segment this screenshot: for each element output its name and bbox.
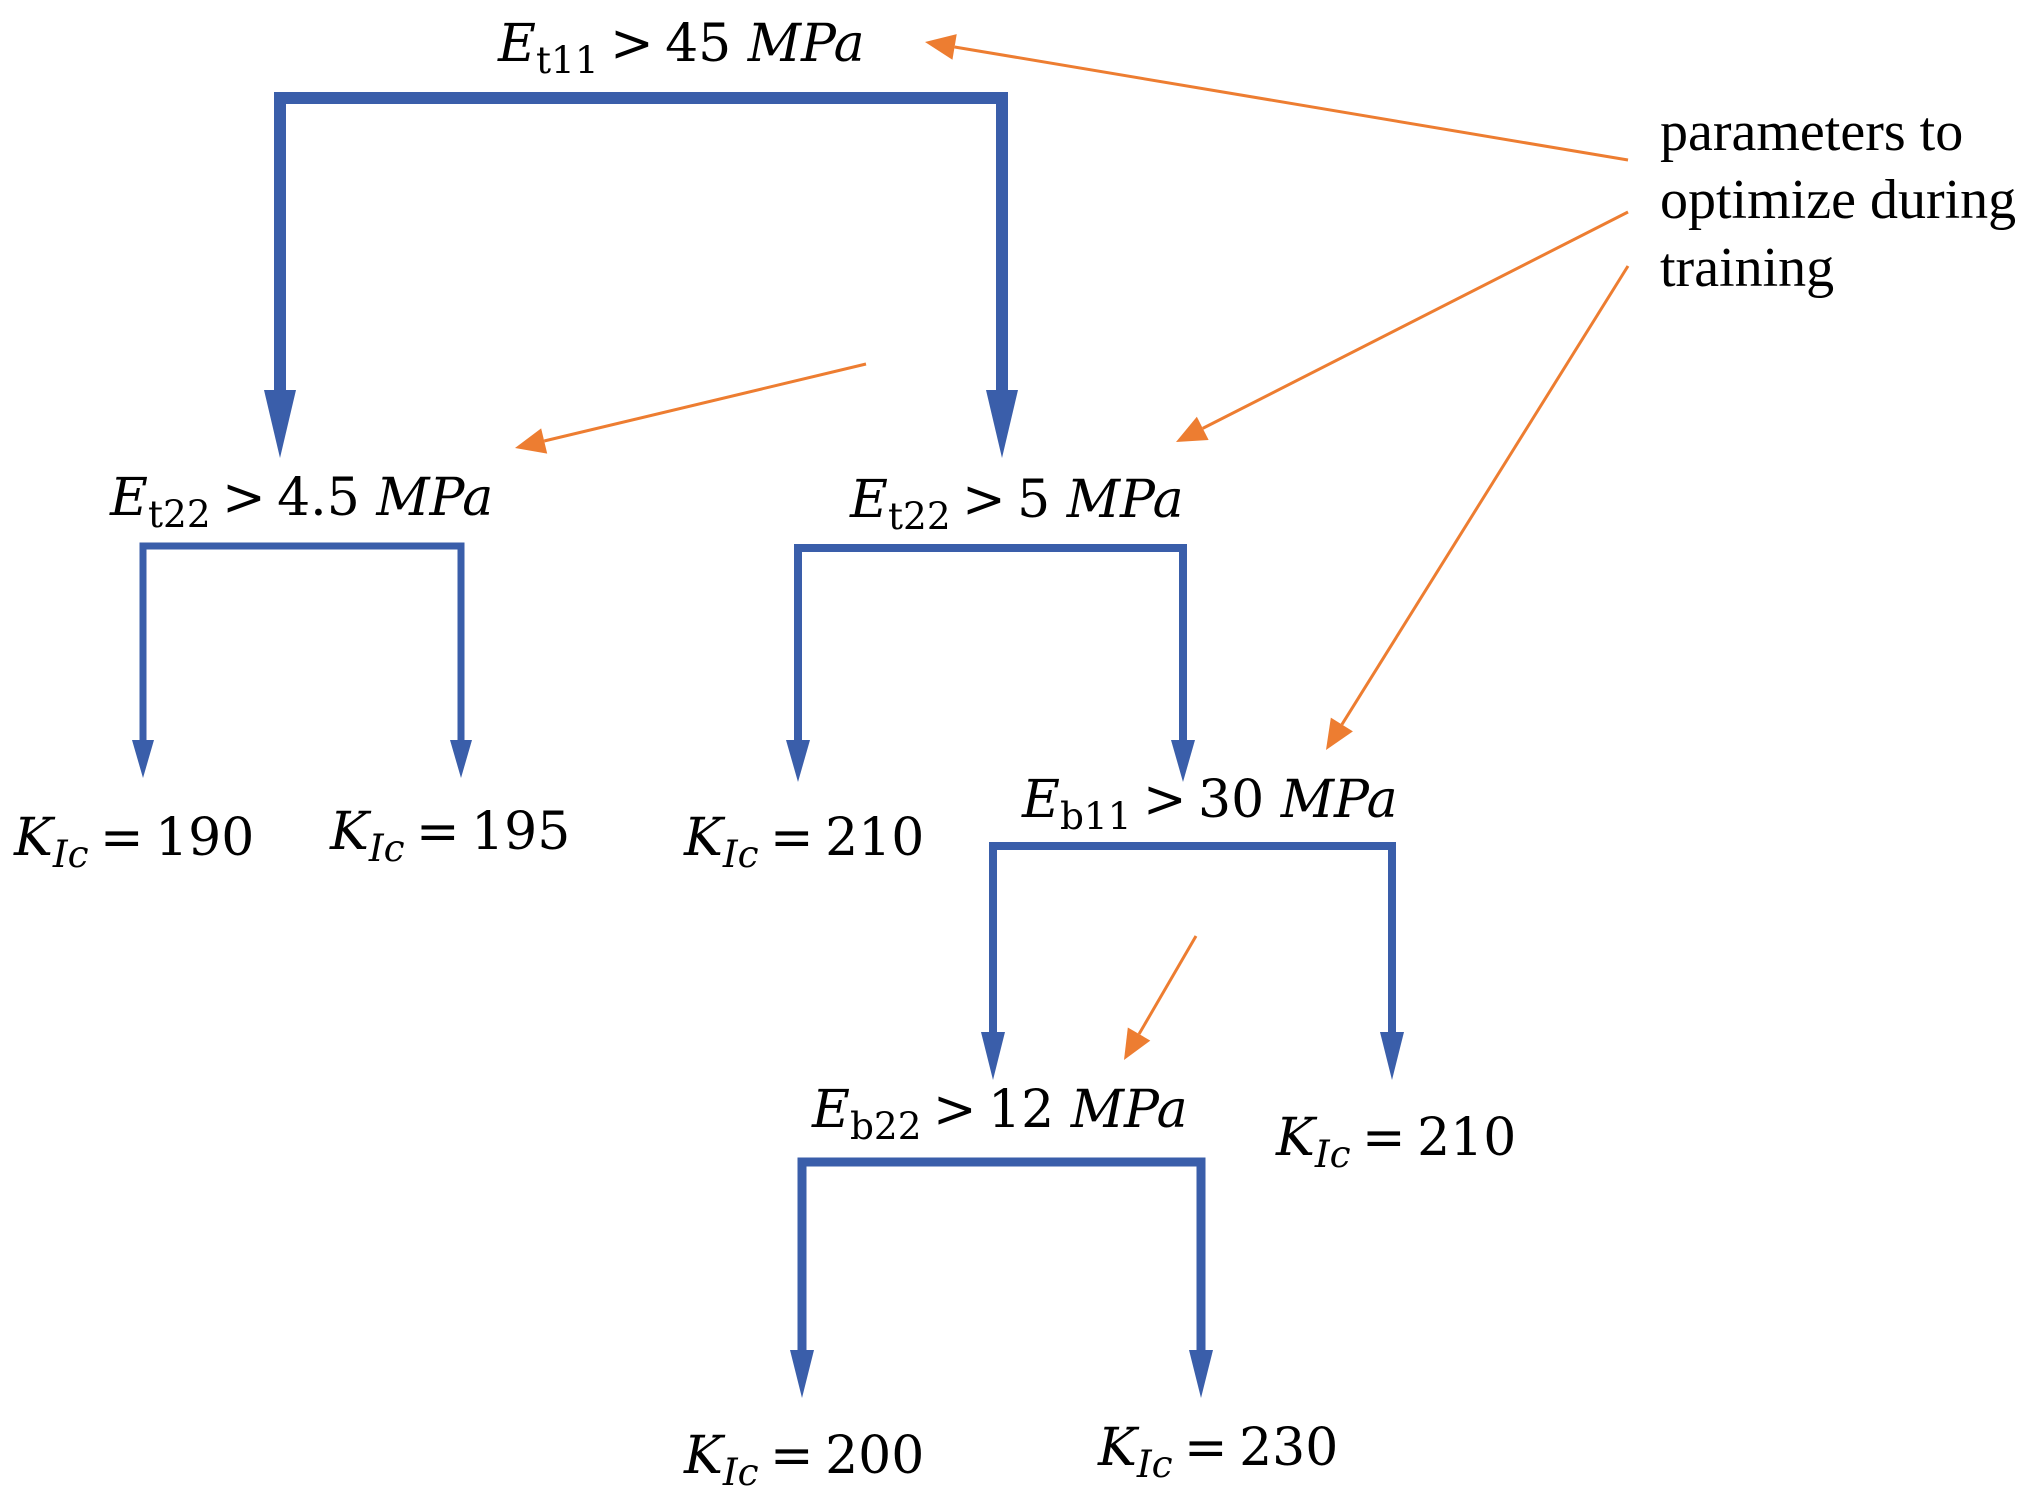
leaf-6-value: 230	[1239, 1418, 1339, 1478]
leaf-6-sub: Ic	[1136, 1441, 1173, 1486]
leaf-1-sub: Ic	[52, 831, 89, 876]
annotation-arrow-right-line	[1202, 210, 1629, 430]
node-right-value: 5	[1017, 470, 1051, 530]
leaf-5: KIc=200	[684, 1430, 924, 1491]
edge-root-bracket	[274, 92, 1008, 390]
leaf-4-sub: Ic	[1314, 1131, 1351, 1176]
node-right-condition: Et22>5 MPa	[850, 474, 1184, 535]
leaf-3-sub: Ic	[722, 831, 759, 876]
leaf-2-value: 195	[471, 802, 571, 862]
leaf-4-value: 210	[1417, 1108, 1517, 1168]
node-root-sub: t11	[535, 37, 599, 82]
node-root-value: 45	[665, 14, 732, 74]
annotation-arrow-left-head	[515, 428, 548, 454]
node-deep-left-value: 12	[988, 1080, 1055, 1140]
edge-right-right-bracket	[989, 842, 1396, 1032]
edge-right-right-left-arrowhead	[981, 1032, 1005, 1080]
leaf-4: KIc=210	[1276, 1112, 1516, 1173]
edge-right-bracket	[794, 544, 1187, 740]
node-deep-left-condition: Eb22>12 MPa	[812, 1084, 1188, 1145]
node-left-unit: MPa	[376, 468, 494, 528]
node-right-right-value: 30	[1198, 770, 1265, 830]
node-deep-left-op: >	[932, 1080, 977, 1140]
edge-deep-left-bracket	[797, 1157, 1206, 1350]
node-right-op: >	[962, 470, 1006, 530]
node-root-condition: Et11>45 MPa	[498, 18, 865, 79]
leaf-2-sub: Ic	[368, 825, 405, 870]
node-root-op: >	[610, 14, 654, 74]
node-left-op: >	[222, 468, 266, 528]
leaf-3-var: K	[684, 808, 723, 868]
node-deep-left-sub: b22	[849, 1103, 922, 1148]
edge-deep-left-left-arrowhead	[790, 1350, 814, 1398]
leaf-5-var: K	[684, 1426, 723, 1486]
leaf-6-op: =	[1184, 1418, 1228, 1478]
node-right-right-sub: b11	[1059, 793, 1132, 838]
annotation-arrow-left-line	[543, 362, 867, 443]
leaf-1-op: =	[100, 808, 144, 868]
annotation-arrow-deep-left-head	[1124, 1027, 1151, 1060]
node-left-condition: Et22>4.5 MPa	[110, 472, 493, 533]
node-deep-left-var: E	[812, 1080, 850, 1140]
annotation-line-1: parameters to	[1660, 101, 1964, 163]
node-right-right-condition: Eb11>30 MPa	[1022, 774, 1398, 835]
annotation-arrow-right-head	[1176, 416, 1209, 442]
annotation-note: parameters to optimize during training	[1660, 98, 2016, 302]
leaf-1-var: K	[14, 808, 53, 868]
edge-left-right-arrowhead	[450, 740, 472, 778]
node-right-sub: t22	[887, 493, 951, 538]
node-deep-left-unit: MPa	[1070, 1080, 1188, 1140]
node-left-value: 4.5	[277, 468, 360, 528]
annotation-line-2: optimize during	[1660, 169, 2017, 231]
edge-right-left-arrowhead	[786, 740, 810, 782]
edge-left-bracket	[139, 542, 465, 740]
leaf-3: KIc=210	[684, 812, 924, 873]
node-right-var: E	[850, 470, 888, 530]
leaf-6: KIc=230	[1098, 1422, 1338, 1483]
node-right-right-unit: MPa	[1280, 770, 1398, 830]
edge-root-right-arrowhead	[986, 390, 1018, 458]
annotation-line-3: training	[1660, 237, 1835, 299]
annotation-arrow-root-line	[954, 45, 1629, 162]
node-right-right-op: >	[1142, 770, 1187, 830]
edge-left-left-arrowhead	[132, 740, 154, 778]
edge-root-left-arrowhead	[264, 390, 296, 458]
leaf-6-var: K	[1098, 1418, 1137, 1478]
leaf-4-var: K	[1276, 1108, 1315, 1168]
leaf-3-op: =	[770, 808, 814, 868]
leaf-2-op: =	[416, 802, 460, 862]
node-root-unit: MPa	[747, 14, 865, 74]
leaf-1: KIc=190	[14, 812, 254, 873]
edge-right-right-arrowhead	[1171, 740, 1195, 782]
leaf-5-sub: Ic	[722, 1449, 759, 1494]
edge-deep-left-right-arrowhead	[1189, 1350, 1213, 1398]
leaf-5-value: 200	[825, 1426, 925, 1486]
leaf-4-op: =	[1362, 1108, 1406, 1168]
leaf-2-var: K	[330, 802, 369, 862]
annotation-arrow-root-head	[925, 34, 957, 60]
leaf-3-value: 210	[825, 808, 925, 868]
edge-right-right-right-arrowhead	[1380, 1032, 1404, 1080]
node-right-right-var: E	[1022, 770, 1060, 830]
node-left-var: E	[110, 468, 148, 528]
node-right-unit: MPa	[1066, 470, 1184, 530]
annotation-arrow-right-right-line	[1340, 265, 1630, 726]
annotation-arrow-right-right-head	[1326, 717, 1353, 750]
node-root-var: E	[498, 14, 536, 74]
leaf-2: KIc=195	[330, 806, 570, 867]
leaf-5-op: =	[770, 1426, 814, 1486]
leaf-1-value: 190	[155, 808, 255, 868]
node-left-sub: t22	[147, 491, 211, 536]
annotation-arrow-deep-left-line	[1137, 935, 1198, 1035]
